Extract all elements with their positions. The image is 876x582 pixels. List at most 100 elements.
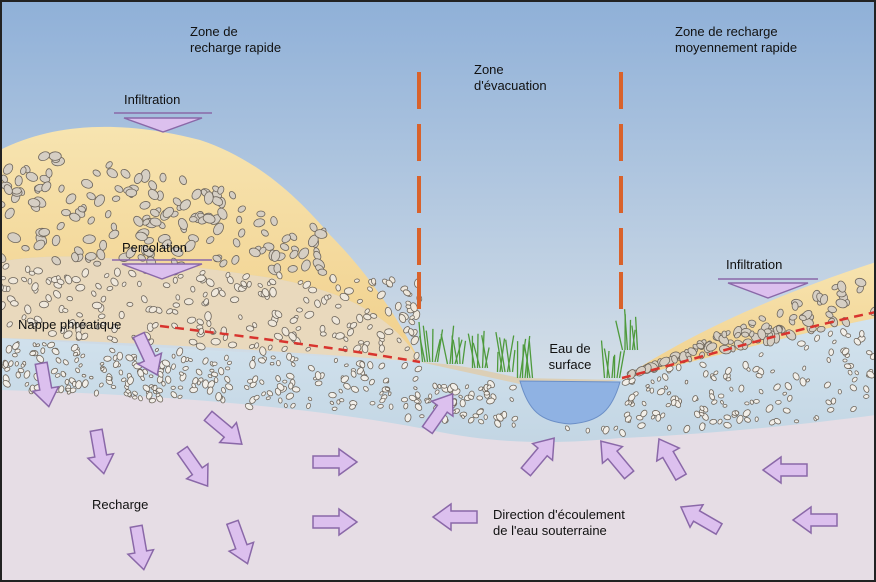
zone-rapid-recharge-label: Zone de recharge rapide bbox=[190, 24, 281, 56]
pebble bbox=[358, 340, 363, 344]
pebble bbox=[160, 173, 167, 182]
pebble bbox=[460, 399, 465, 407]
pebble bbox=[685, 380, 688, 384]
pebble bbox=[132, 396, 137, 399]
pebble bbox=[46, 169, 53, 178]
pebble bbox=[225, 367, 230, 370]
pebble bbox=[320, 325, 325, 332]
pebble bbox=[104, 356, 111, 361]
evac-marker-right-1 bbox=[619, 72, 623, 109]
flow-direction-line1: Direction d'écoulement bbox=[493, 507, 625, 523]
grass-blade bbox=[478, 334, 479, 368]
pebble bbox=[332, 407, 337, 411]
pebble bbox=[3, 361, 8, 368]
pebble bbox=[296, 308, 302, 313]
pebble bbox=[377, 404, 383, 409]
pebble bbox=[334, 358, 338, 363]
pebble bbox=[477, 396, 483, 400]
pebble bbox=[271, 356, 276, 360]
pebble bbox=[287, 353, 292, 360]
pebble bbox=[184, 298, 193, 305]
zone-medium-line1: Zone de recharge bbox=[675, 24, 797, 40]
pebble bbox=[257, 211, 265, 217]
surface-water-line2: surface bbox=[530, 357, 610, 373]
pebble bbox=[288, 383, 293, 390]
pebble bbox=[117, 352, 123, 360]
pebble bbox=[438, 384, 442, 389]
pebble bbox=[212, 362, 217, 366]
grass-blade bbox=[523, 344, 524, 378]
pebble bbox=[754, 399, 760, 403]
zone-rapid-line2: recharge rapide bbox=[190, 40, 281, 56]
evac-marker-left-3 bbox=[417, 176, 421, 213]
pebble bbox=[428, 394, 431, 399]
evac-marker-left-2 bbox=[417, 124, 421, 161]
pebble bbox=[384, 329, 393, 335]
pebble bbox=[718, 394, 724, 398]
pebble bbox=[173, 277, 178, 283]
pebble bbox=[250, 360, 256, 368]
pebble bbox=[65, 379, 70, 385]
pebble bbox=[792, 302, 799, 311]
pebble bbox=[655, 414, 661, 421]
evac-marker-right-5 bbox=[619, 272, 623, 309]
pebble bbox=[337, 400, 340, 405]
zone-rapid-line1: Zone de bbox=[190, 24, 281, 40]
surface-water-label: Eau de surface bbox=[530, 341, 610, 373]
evac-marker-left-5 bbox=[417, 272, 421, 309]
pebble bbox=[863, 394, 869, 399]
pebble bbox=[211, 338, 221, 345]
pebble bbox=[137, 281, 141, 287]
pebble bbox=[270, 362, 274, 365]
pebble bbox=[205, 312, 212, 322]
pebble bbox=[206, 320, 211, 327]
pebble bbox=[389, 404, 393, 410]
pebble bbox=[723, 373, 728, 379]
pebble bbox=[175, 294, 180, 300]
pebble bbox=[745, 402, 750, 405]
pebble bbox=[335, 304, 341, 308]
evac-marker-right-2 bbox=[619, 124, 623, 161]
pebble bbox=[278, 398, 282, 404]
pebble bbox=[360, 375, 368, 381]
pebble bbox=[6, 286, 10, 292]
pebble bbox=[39, 301, 48, 308]
pebble bbox=[114, 268, 120, 277]
pebble bbox=[320, 332, 326, 336]
pebble bbox=[845, 334, 850, 338]
pebble bbox=[676, 364, 681, 371]
pebble bbox=[441, 384, 447, 388]
evac-marker-left-1 bbox=[417, 72, 421, 109]
surface-water-line1: Eau de bbox=[530, 341, 610, 357]
infiltration-right-label: Infiltration bbox=[726, 257, 782, 273]
pebble bbox=[12, 353, 17, 357]
pebble bbox=[308, 287, 316, 293]
pebble bbox=[28, 278, 32, 284]
pebble bbox=[276, 360, 280, 366]
flow-direction-label: Direction d'écoulement de l'eau souterra… bbox=[493, 507, 625, 539]
pebble bbox=[252, 356, 255, 360]
pebble bbox=[859, 330, 864, 337]
pebble bbox=[12, 187, 22, 194]
pebble bbox=[149, 375, 153, 378]
pebble bbox=[284, 403, 288, 408]
pebble bbox=[484, 415, 488, 420]
pebble bbox=[134, 357, 137, 361]
pebble bbox=[723, 404, 727, 407]
evac-marker-right-3 bbox=[619, 176, 623, 213]
pebble bbox=[178, 386, 183, 390]
pebble bbox=[119, 370, 123, 376]
pebble bbox=[742, 361, 748, 369]
pebble bbox=[173, 303, 180, 308]
zone-medium-line2: moyennement rapide bbox=[675, 40, 797, 56]
pebble bbox=[111, 385, 116, 389]
pebble bbox=[420, 415, 424, 418]
evac-marker-left-4 bbox=[417, 228, 421, 265]
evac-marker-right-4 bbox=[619, 228, 623, 265]
pebble bbox=[709, 419, 717, 425]
pebble bbox=[237, 216, 242, 223]
pebble bbox=[586, 428, 590, 433]
grass-blade bbox=[498, 352, 499, 372]
pebble bbox=[797, 341, 805, 347]
